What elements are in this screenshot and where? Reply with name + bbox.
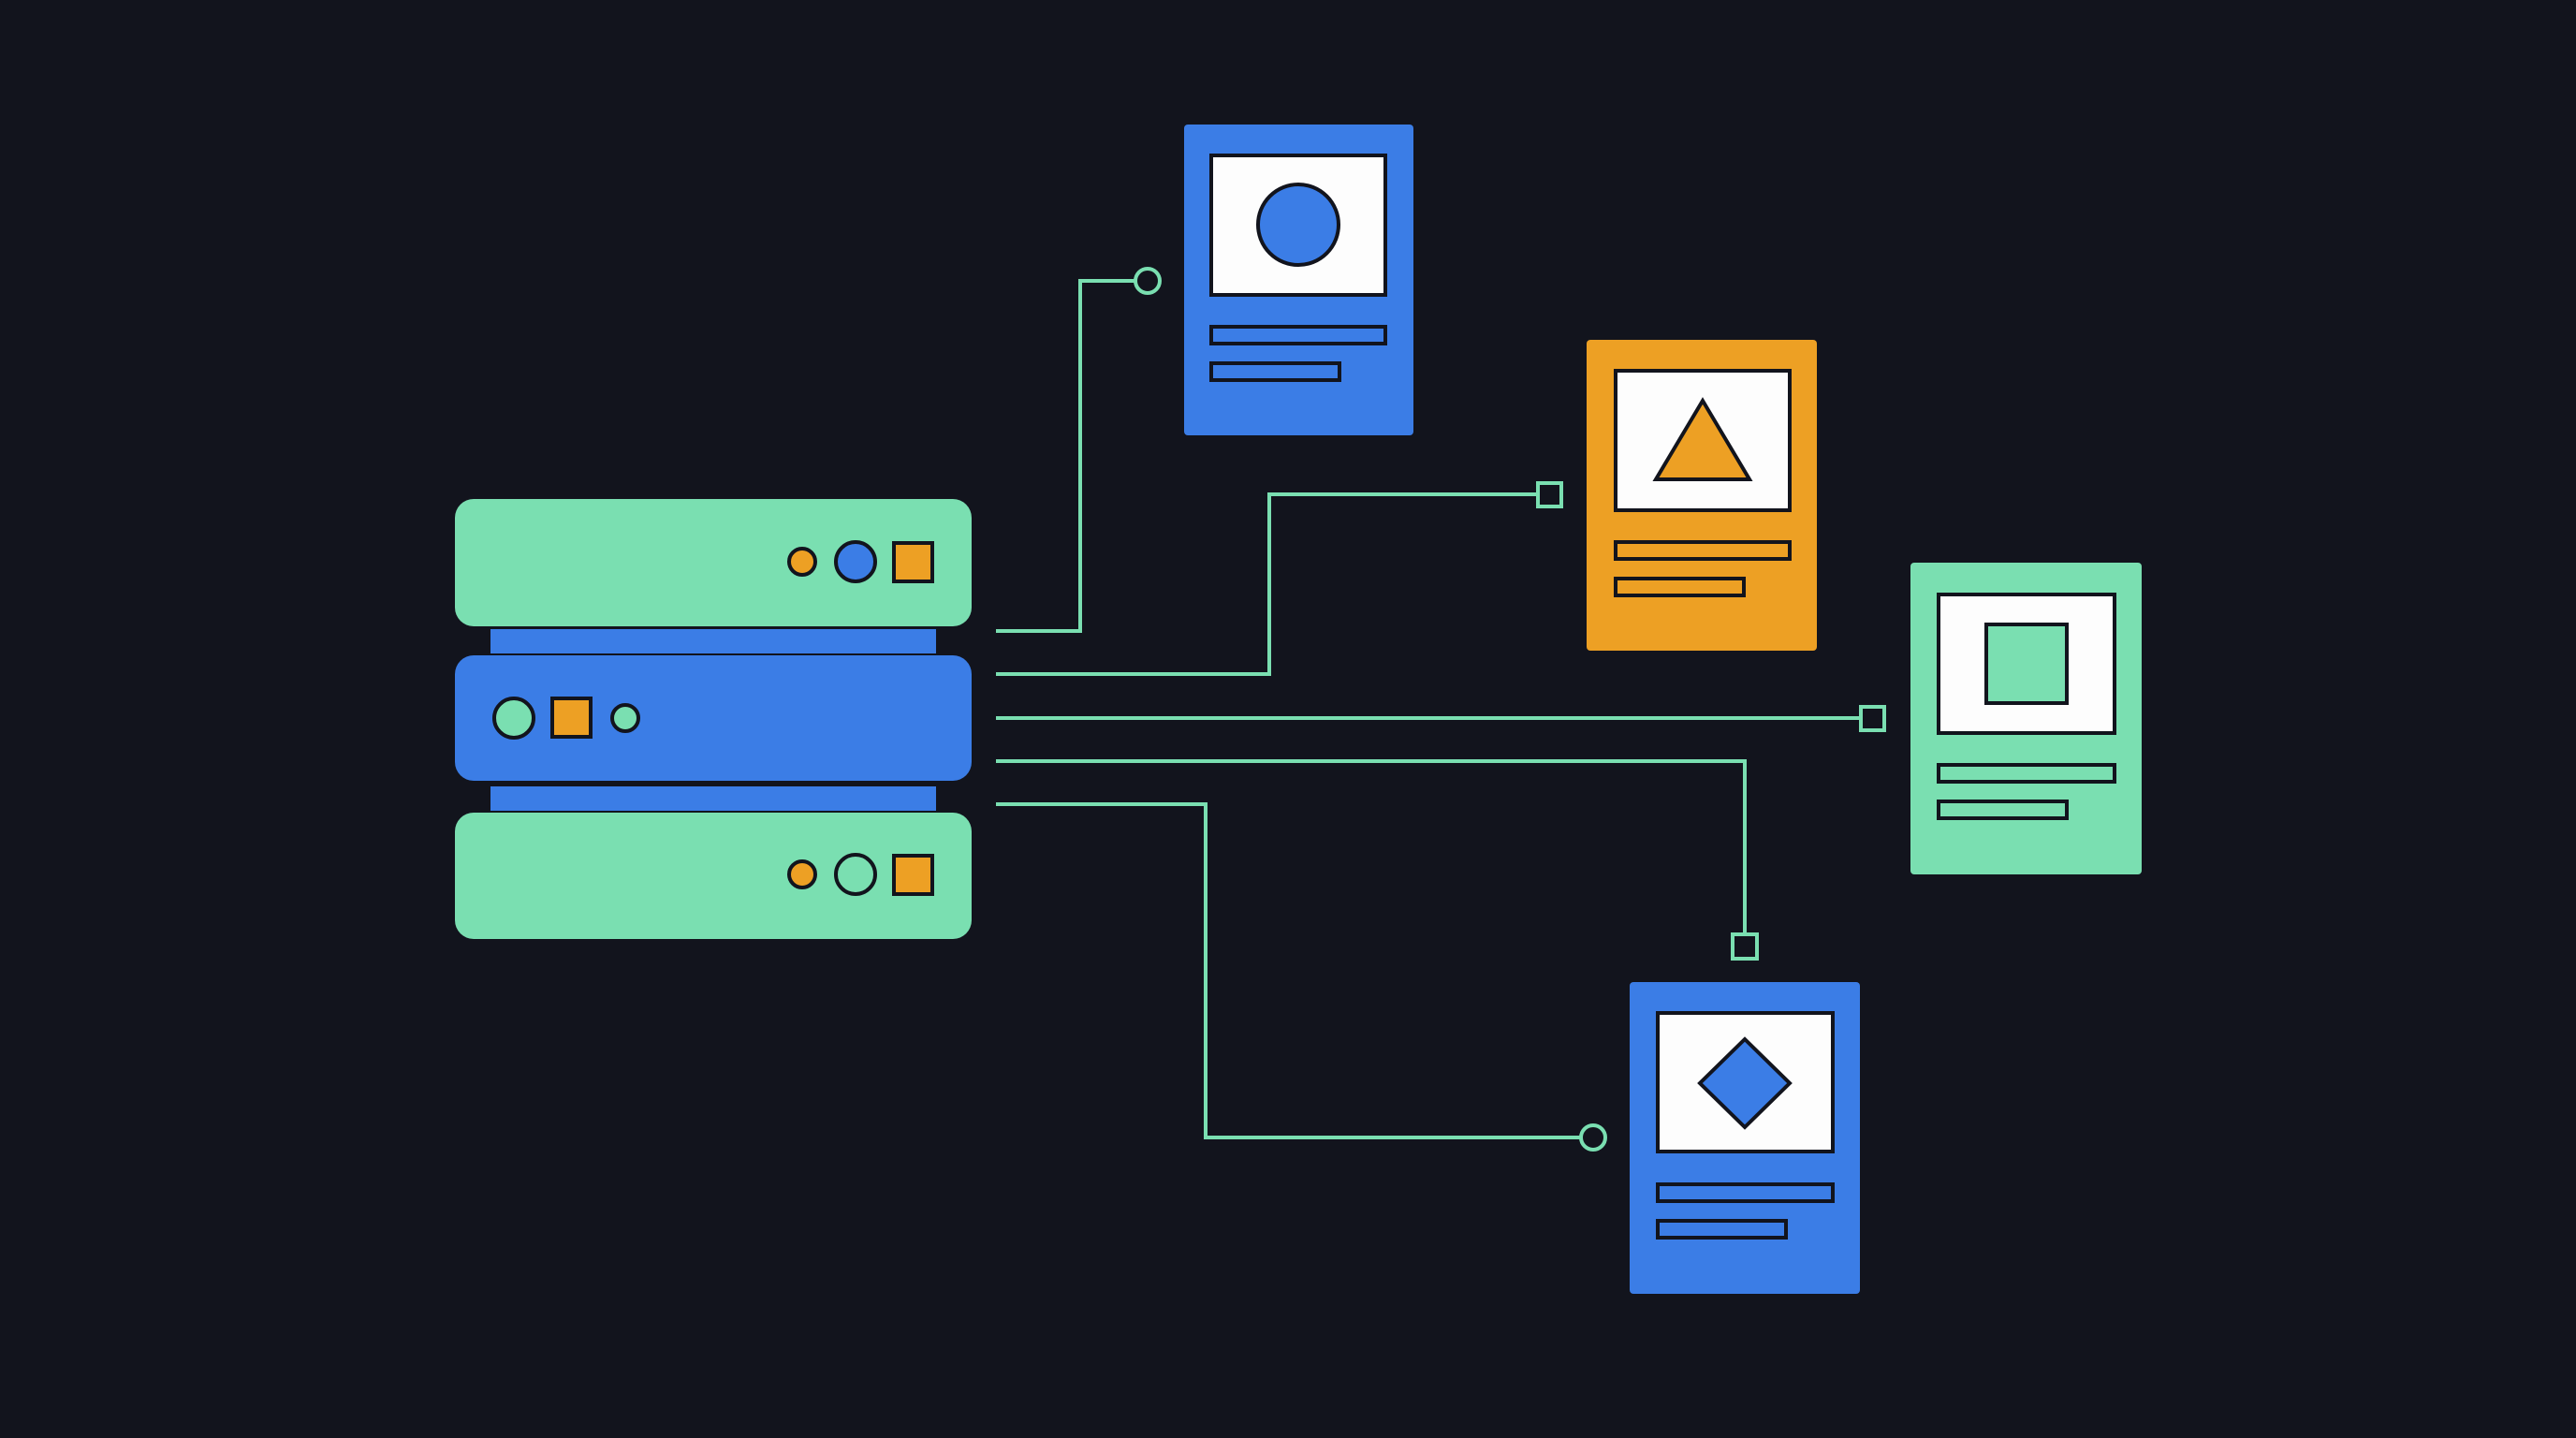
document-card-green-square[interactable] (1910, 563, 2142, 874)
connector-to-doc-triangle (996, 492, 1538, 676)
server-unit-bottom (455, 813, 972, 939)
document-text-line-1 (1656, 1182, 1835, 1203)
document-card-blue-diamond[interactable] (1630, 982, 1860, 1294)
diamond-icon (1697, 1036, 1793, 1130)
connector-to-doc-diamond-a (996, 759, 1747, 934)
document-text-line-2 (1614, 577, 1746, 597)
status-square-orange (892, 541, 934, 583)
status-circle-green (834, 853, 877, 896)
connector-end-circle-1 (1134, 267, 1162, 295)
server-connector-bar-top (490, 629, 936, 653)
square-icon (1984, 623, 2069, 705)
document-text-line-2 (1209, 361, 1341, 382)
status-dot-small-orange (787, 547, 817, 577)
status-dot-small-green (610, 703, 640, 733)
connector-to-doc-circle (996, 279, 1134, 633)
document-text-line-1 (1209, 325, 1387, 345)
status-circle-blue (834, 540, 877, 583)
status-square-orange (550, 697, 593, 739)
status-square-orange (892, 854, 934, 896)
document-text-line-1 (1614, 540, 1792, 561)
connector-end-square-2 (1536, 481, 1563, 508)
document-text-line-2 (1937, 800, 2069, 820)
circle-icon (1256, 183, 1340, 267)
document-card-orange-triangle[interactable] (1587, 340, 1817, 651)
document-card-blue-circle[interactable] (1184, 125, 1413, 435)
server-unit-top (455, 499, 972, 626)
connector-end-square-4 (1731, 932, 1759, 961)
server-unit-middle (455, 655, 972, 781)
connector-end-square-3 (1859, 705, 1886, 732)
status-circle-green (492, 697, 535, 740)
status-dot-small-orange (787, 859, 817, 889)
connector-to-doc-diamond-b (996, 802, 1580, 1139)
connectors (996, 267, 1886, 1152)
server-connector-bar-bottom (490, 786, 936, 811)
server-stack (455, 499, 972, 939)
connector-end-circle-5 (1579, 1123, 1607, 1152)
document-text-line-2 (1656, 1219, 1788, 1240)
document-text-line-1 (1937, 763, 2116, 784)
triangle-icon (1652, 397, 1753, 481)
